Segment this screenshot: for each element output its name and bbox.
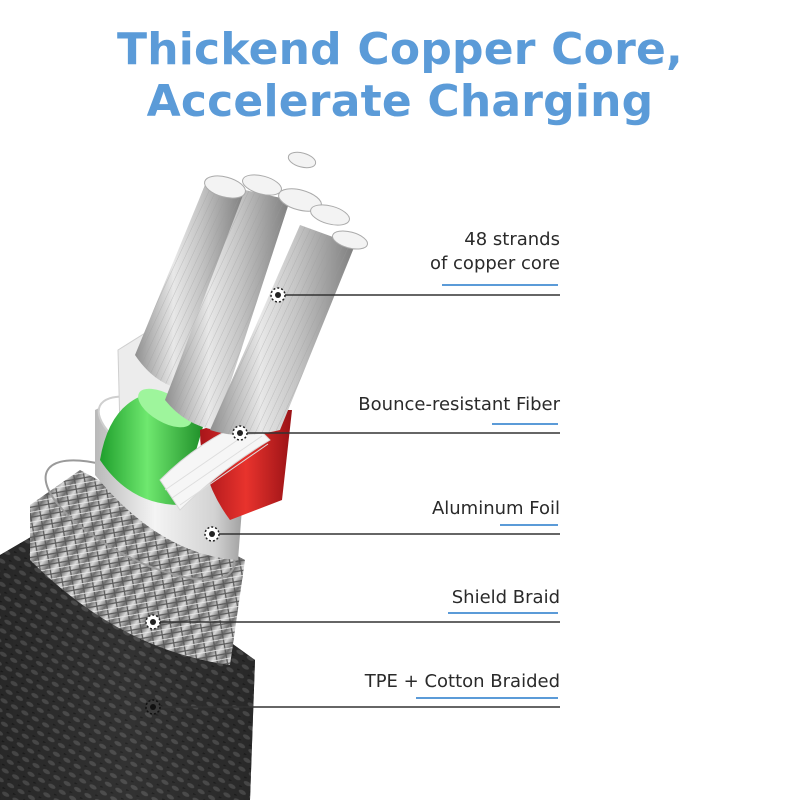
callout-fiber-label: Bounce-resistant Fiber — [358, 394, 560, 415]
callout-outer-jacket-underline — [416, 697, 558, 699]
callout-leaders — [145, 287, 560, 715]
headline-line-2: Accelerate Charging — [146, 76, 654, 127]
copper-strands — [135, 151, 369, 435]
callout-outer-jacket: TPE + Cotton Braided — [365, 670, 560, 694]
callout-foil-label: Aluminum Foil — [431, 498, 560, 519]
callout-shield-braid-label: Shield Braid — [451, 587, 560, 608]
callout-copper-core: 48 strands of copper core — [430, 228, 560, 276]
callout-copper-core-underline — [442, 284, 558, 286]
callout-foil-underline — [500, 524, 558, 526]
callout-fiber-underline — [492, 423, 558, 425]
callout-copper-core-line-2: of copper core — [429, 253, 560, 274]
headline: Thickend Copper Core, Accelerate Chargin… — [0, 24, 800, 128]
callout-copper-core-line-1: 48 strands — [464, 229, 560, 250]
callout-shield-braid: Shield Braid — [452, 586, 560, 610]
callout-fiber: Bounce-resistant Fiber — [358, 393, 560, 417]
headline-line-1: Thickend Copper Core, — [117, 24, 683, 75]
callout-shield-braid-underline — [448, 612, 558, 614]
callout-foil: Aluminum Foil — [432, 497, 560, 521]
callout-outer-jacket-label: TPE + Cotton Braided — [364, 671, 560, 692]
